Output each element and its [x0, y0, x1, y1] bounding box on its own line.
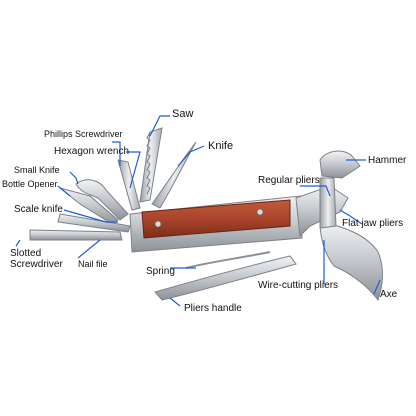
label-hammer: Hammer — [368, 155, 407, 166]
label-pliers-handle: Pliers handle — [184, 303, 242, 314]
leader-knife — [177, 145, 205, 167]
leader-flat-jaw — [339, 209, 363, 225]
label-phillips-screwdriver: Phillips Screwdriver — [44, 129, 123, 139]
label-axe: Axe — [380, 289, 398, 300]
leader-scale-knife — [63, 209, 118, 223]
label-small-knife: Small Knife — [14, 165, 60, 175]
label-saw: Saw — [172, 108, 194, 120]
label-scale-knife: Scale knife — [14, 204, 63, 215]
label-bottle-opener: Bottle Opener — [2, 179, 58, 189]
hexagon-wrench-shape — [75, 179, 129, 221]
leader-pliers-handle — [169, 297, 181, 307]
leader-bottle-opener — [57, 185, 71, 197]
axe-neck-shape — [319, 177, 337, 229]
label-flat-jaw-pliers: Flat jaw pliers — [342, 218, 404, 229]
slotted-screwdriver-shape — [29, 229, 123, 241]
spring-shape — [185, 251, 271, 269]
label-slotted-line1: Slotted — [10, 248, 42, 259]
pliers-handle-shape — [154, 255, 297, 301]
phillips-screwdriver-shape — [117, 159, 141, 211]
leader-phillips — [112, 141, 121, 166]
label-regular-pliers: Regular pliers — [258, 175, 320, 186]
handle-rivet — [256, 208, 264, 216]
leader-axe — [373, 279, 381, 295]
leader-saw — [149, 115, 170, 137]
leader-regular-pliers — [300, 185, 331, 197]
handle-rivet — [154, 220, 162, 228]
saw-teeth-shape — [146, 131, 151, 195]
leader-hexagon — [126, 151, 141, 189]
label-wire-cutting-pliers: Wire-cutting pliers — [258, 280, 339, 291]
axe-head-shape — [319, 221, 383, 302]
wood-handle-shape — [141, 199, 291, 239]
leader-nail-file — [77, 239, 101, 259]
label-nail-file: Nail file — [78, 259, 108, 269]
leader-slotted — [15, 239, 21, 247]
leader-small-knife — [69, 171, 79, 185]
label-slotted-line2: Screwdriver — [10, 259, 63, 270]
label-knife: Knife — [208, 140, 234, 152]
label-spring: Spring — [146, 266, 175, 277]
leader-lines — [15, 115, 381, 307]
saw-blade-shape — [139, 127, 163, 203]
hammer-head-shape — [319, 150, 361, 179]
label-hexagon-wrench: Hexagon wrench — [54, 146, 130, 157]
